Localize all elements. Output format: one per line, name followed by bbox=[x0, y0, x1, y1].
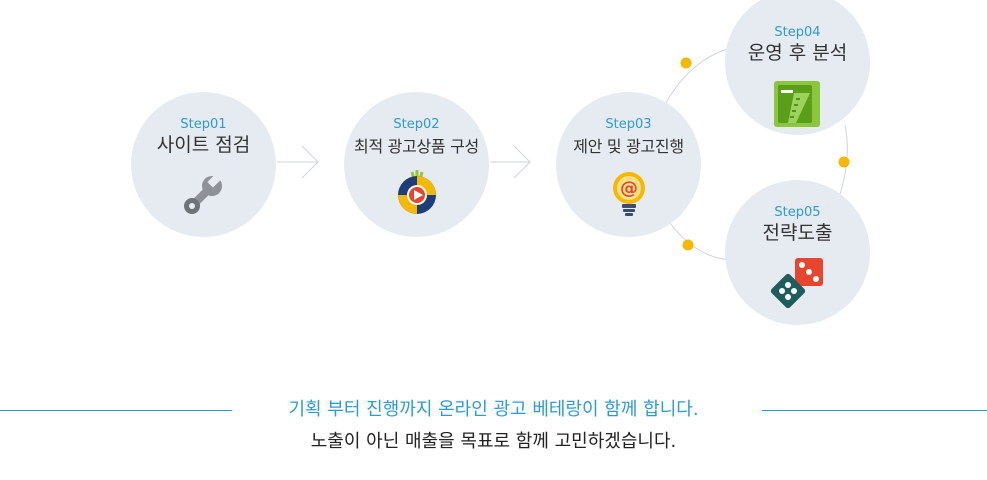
chevron-right-icon bbox=[513, 145, 531, 179]
step-05-node: Step05 전략도출 bbox=[725, 180, 870, 325]
chevron-right-icon bbox=[301, 145, 319, 179]
step-01-node: Step01 사이트 점검 bbox=[131, 92, 276, 237]
step-label: Step01 bbox=[180, 117, 227, 132]
step-title: 운영 후 분석 bbox=[747, 42, 848, 64]
connector-dot bbox=[680, 57, 692, 69]
connector-dot bbox=[838, 156, 850, 168]
svg-text:@: @ bbox=[620, 178, 638, 199]
subline: 노출이 아닌 매출을 목표로 함께 고민하겠습니다. bbox=[310, 431, 677, 452]
dice-icon bbox=[770, 258, 823, 309]
step-label: Step02 bbox=[393, 117, 440, 132]
step-04-node: Step04 운영 후 분석 bbox=[725, 0, 870, 135]
step-label: Step03 bbox=[605, 117, 652, 132]
at-bulb-icon: @ bbox=[612, 172, 645, 216]
tagline-text: 기획 부터 진행까지 온라인 광고 베테랑이 함께 합니다. bbox=[276, 399, 711, 420]
connector-dot bbox=[682, 239, 694, 251]
divider-line-right bbox=[762, 410, 987, 411]
step-title: 전략도출 bbox=[762, 222, 833, 244]
ruler-book-icon bbox=[773, 81, 820, 127]
divider-line-left bbox=[0, 410, 232, 411]
step-title: 사이트 점검 bbox=[156, 134, 251, 156]
step-title: 제안 및 광고진행 bbox=[573, 137, 684, 156]
wrench-icon bbox=[183, 174, 222, 214]
step-label: Step05 bbox=[774, 205, 821, 220]
step-title: 최적 광고상품 구성 bbox=[354, 137, 479, 156]
step-02-node: Step02 최적 광고상품 구성 bbox=[344, 92, 489, 237]
play-disc-icon bbox=[397, 170, 436, 214]
step-label: Step04 bbox=[774, 25, 821, 40]
tagline: 기획 부터 진행까지 온라인 광고 베테랑이 함께 합니다. bbox=[0, 398, 987, 422]
step-03-node: Step03 제안 및 광고진행 @ bbox=[556, 92, 701, 237]
